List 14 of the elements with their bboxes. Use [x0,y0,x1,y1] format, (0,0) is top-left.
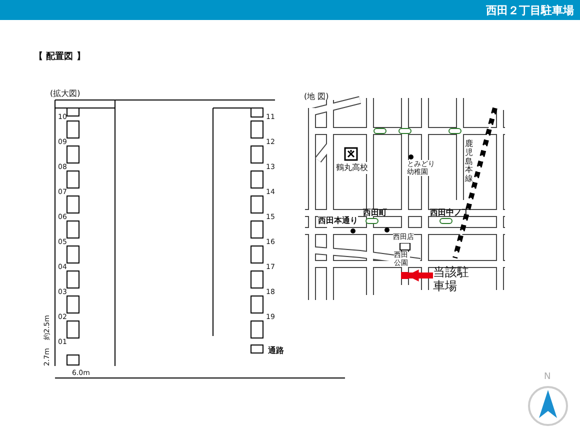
map-label: 【 配置図 】 [34,51,86,64]
map-label: 西田町 [363,207,387,219]
map-label: 通路 [268,345,284,357]
destination-label: 当該駐車場 [433,266,475,294]
map-label: (地 図) [304,91,329,103]
parking-lot-marker [401,272,408,279]
arrow [406,270,433,282]
map-label: 西田中ノ丁 [430,207,470,219]
map-label: 西田本通り [318,215,358,227]
north-label: N [544,371,551,384]
map-label: 鶴丸高校 [336,162,368,174]
map-label: (拡大図) [50,88,80,100]
page-title: 西田２丁目駐車場 [486,3,574,19]
map-label: 鹿児島本線 [465,140,474,184]
